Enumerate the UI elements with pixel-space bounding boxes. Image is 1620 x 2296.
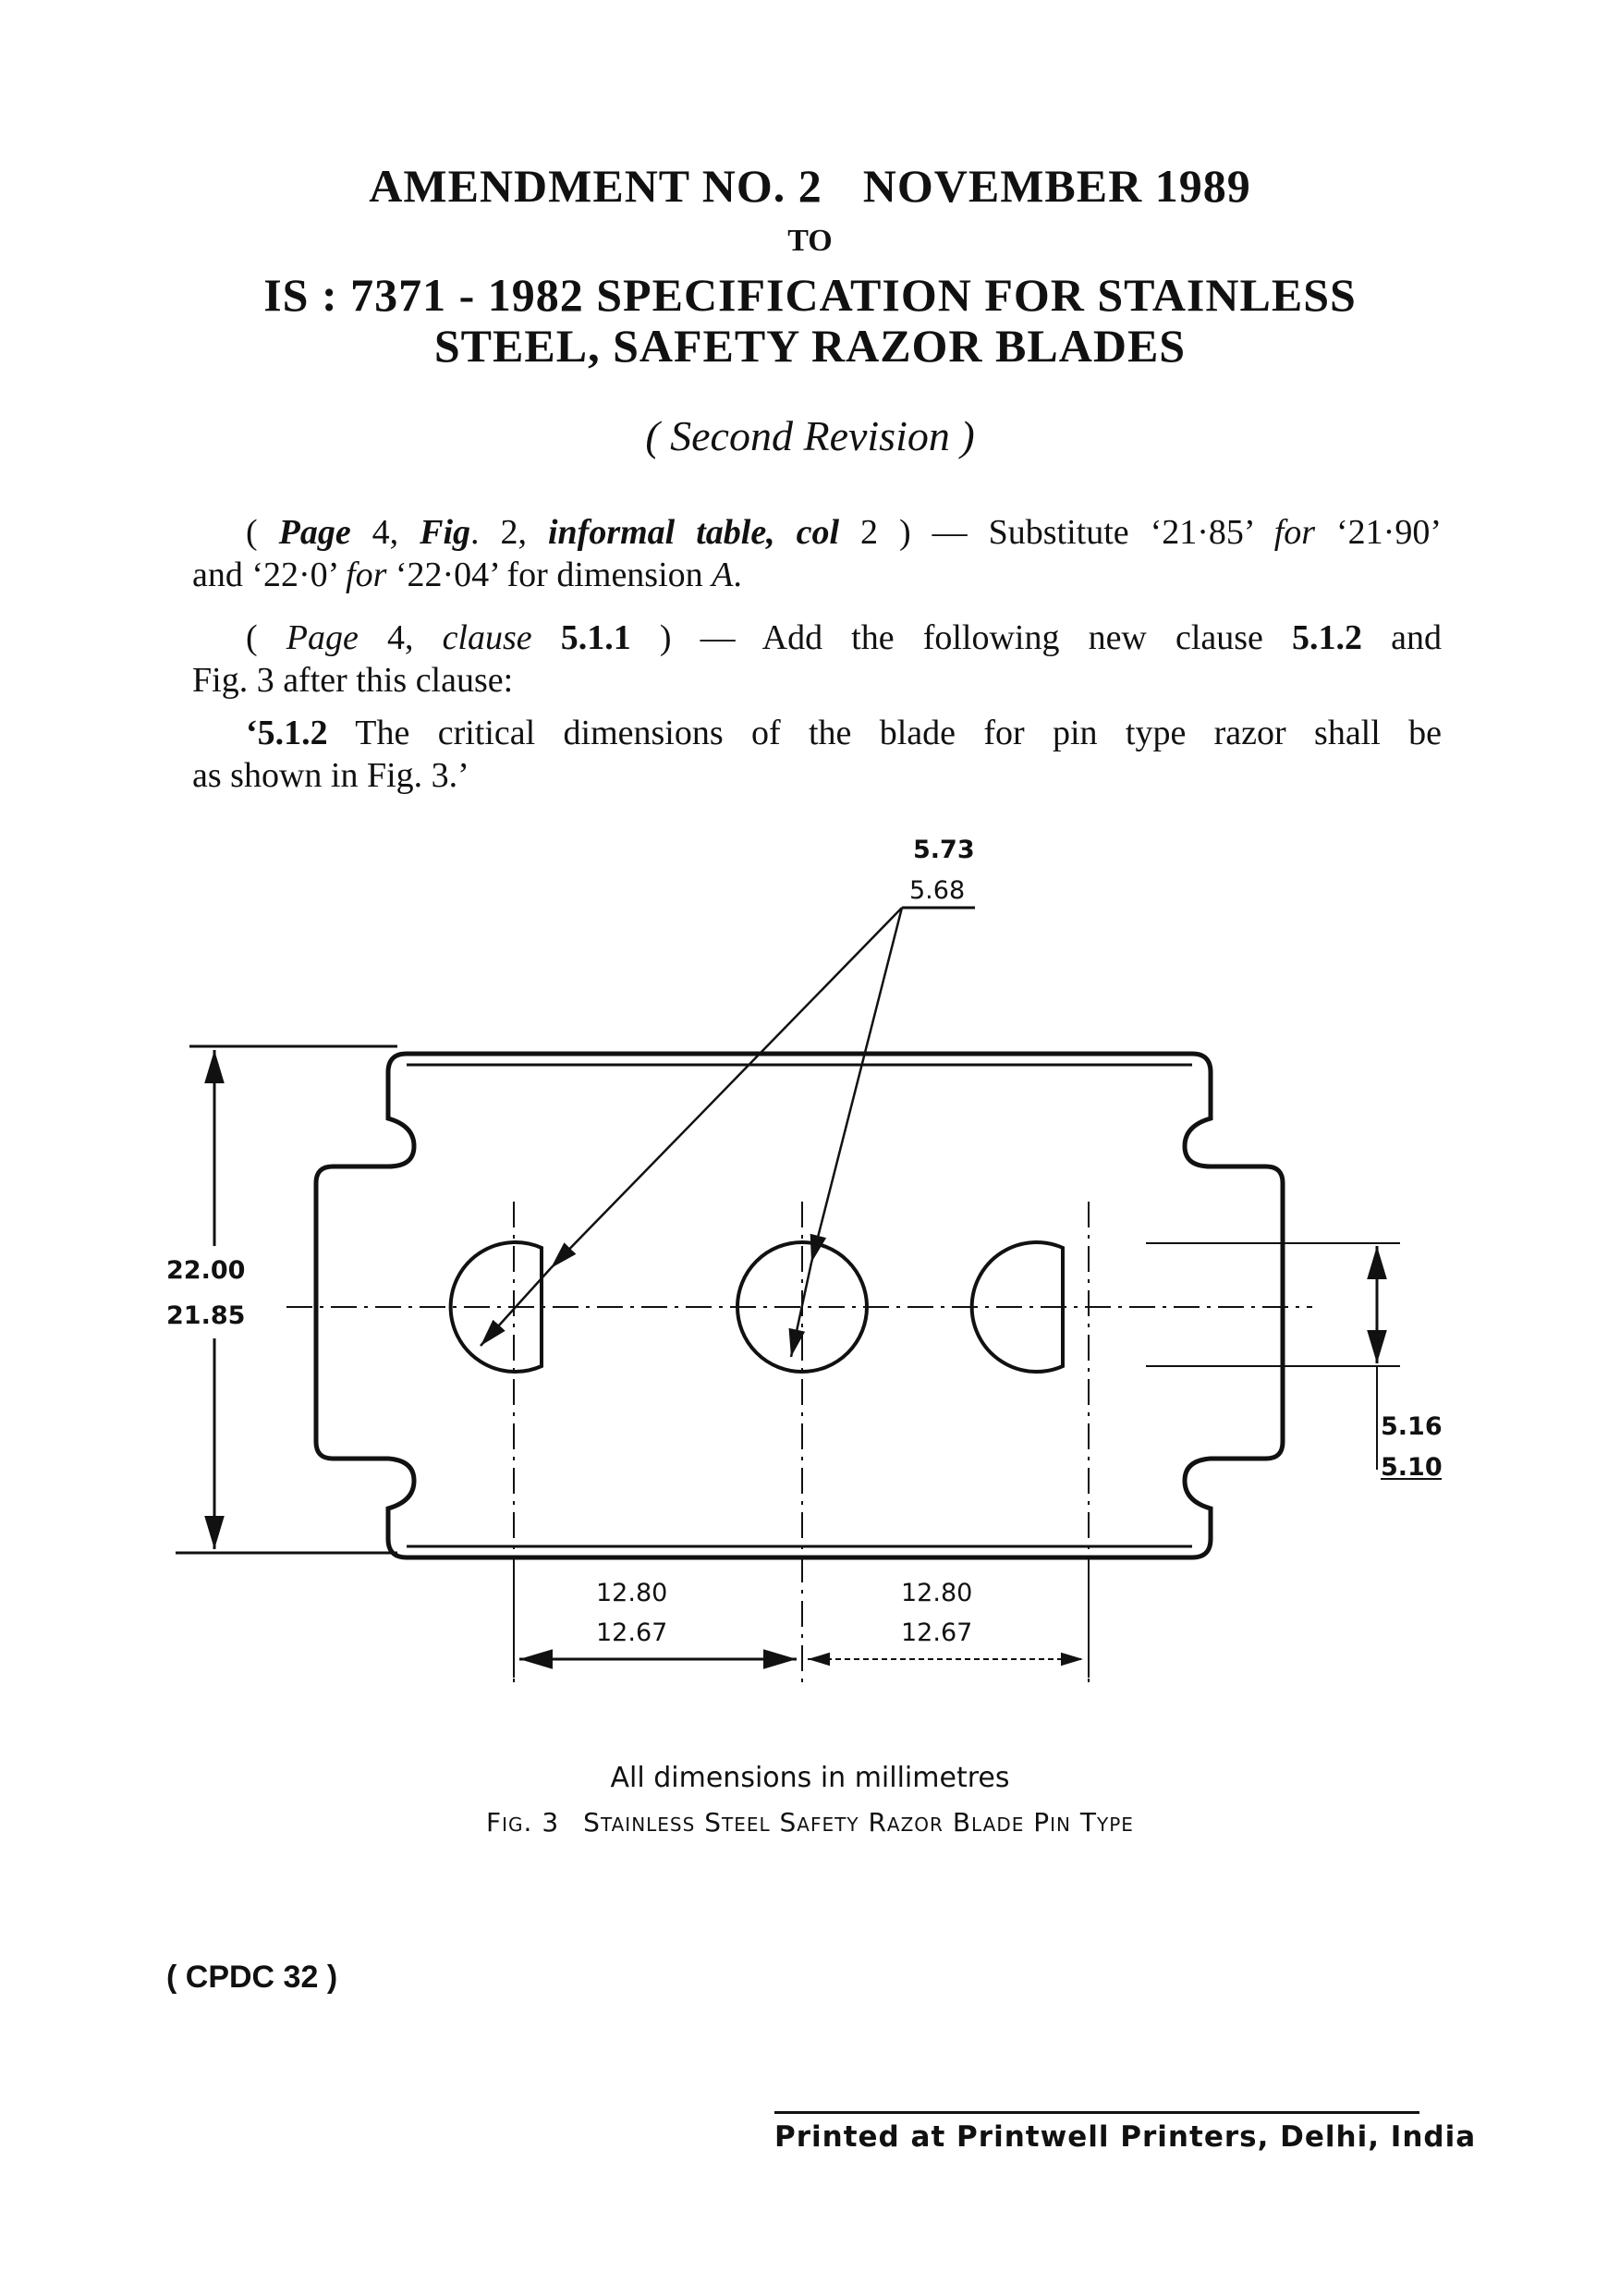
hole-dia-leader-left-tail <box>480 1267 552 1347</box>
paragraph-3-line-2: as shown in Fig. 3.’ <box>192 756 469 795</box>
footer-rule <box>774 2111 1419 2114</box>
paragraph-1-line-1: ( Page 4, Fig. 2, informal table, col 2 … <box>246 513 1442 552</box>
amendment-date: NOVEMBER 1989 <box>862 160 1251 212</box>
committee-reference: ( CPDC 32 ) <box>166 1960 338 1995</box>
amendment-paragraph-1: ( Page 4, Fig. 2, informal table, col 2 … <box>192 511 1442 596</box>
printer-imprint: Printed at Printwell Printers, Delhi, In… <box>774 2120 1477 2154</box>
amendment-paragraph-2: ( Page 4, clause 5.1.1 ) — Add the follo… <box>192 617 1442 702</box>
slot-min-label: 5.10 <box>1381 1453 1443 1482</box>
spec-title-line-2: STEEL, SAFETY RAZOR BLADES <box>433 320 1187 372</box>
spec-title-line-1: IS : 7371 - 1982 SPECIFICATION FOR STAIN… <box>263 269 1357 321</box>
paragraph-2-line-1: ( Page 4, clause 5.1.1 ) — Add the follo… <box>246 618 1443 657</box>
figure-caption-label: Fig. 3 <box>486 1807 560 1838</box>
to-line: TO <box>787 224 833 258</box>
amendment-number: AMENDMENT NO. 2 <box>369 160 822 212</box>
pitch-right-max-label: 12.80 <box>901 1579 972 1607</box>
pitch-left-min-label: 12.67 <box>596 1618 667 1647</box>
height-min-label: 21.85 <box>166 1301 245 1330</box>
hole-dia-max-label: 5.73 <box>913 836 975 864</box>
blade-outline <box>313 1051 1285 1560</box>
left-hole <box>448 1240 543 1374</box>
units-note: All dimensions in millimetres <box>610 1762 1010 1794</box>
clause-5-1-2-text: ‘5.1.2 The critical dimensions of the bl… <box>192 712 1442 797</box>
revision-note: ( Second Revision ) <box>645 412 975 459</box>
pitch-right-min-label: 12.67 <box>901 1618 972 1647</box>
amendment-heading: AMENDMENT NO. 2 NOVEMBER 1989 <box>0 159 1620 213</box>
figure-caption-title: Stainless Steel Safety Razor Blade Pin T… <box>583 1807 1134 1838</box>
hole-dia-leader-center-tail <box>788 1262 813 1358</box>
pitch-left-max-label: 12.80 <box>596 1579 667 1607</box>
height-max-label: 22.00 <box>166 1256 245 1285</box>
hole-dia-min-label: 5.68 <box>909 876 965 905</box>
slot-max-label: 5.16 <box>1381 1412 1443 1441</box>
hole-dia-leader-left <box>550 907 903 1269</box>
paragraph-1-line-2: and ‘22·0’ for ‘22·04’ for dimension A. <box>192 556 742 594</box>
paragraph-2-line-2: Fig. 3 after this clause: <box>192 661 514 700</box>
right-hole <box>969 1240 1065 1374</box>
hole-dia-leader-center <box>810 907 904 1264</box>
figure-caption: Fig. 3 Stainless Steel Safety Razor Blade… <box>0 1807 1620 1838</box>
paragraph-3-line-1: ‘5.1.2 The critical dimensions of the bl… <box>246 714 1442 752</box>
